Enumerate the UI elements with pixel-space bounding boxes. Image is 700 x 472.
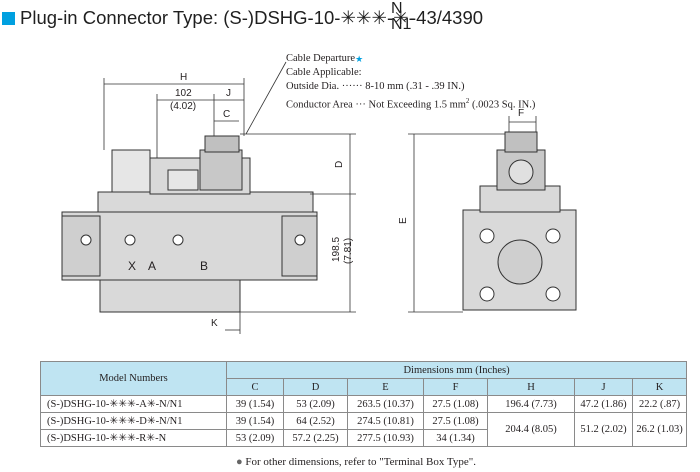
table-row: (S-)DSHG-10-✳✳✳-R✳-N 53 (2.09) 57.2 (2.2… [40, 429, 687, 447]
footnote-text: For other dimensions, refer to "Terminal… [245, 456, 476, 468]
left-side-cap-r [281, 215, 318, 277]
cell-d: 64 (2.52) [283, 412, 348, 430]
dim-label-402: (4.02) [170, 101, 197, 112]
cable-outside-dia: Outside Dia. ······ 8-10 mm (.31 - .39 I… [286, 81, 465, 92]
col-header-d: D [283, 378, 348, 396]
dim-label-j: J [226, 88, 231, 99]
port-label-a: A [148, 259, 157, 273]
right-bolt-tl [479, 228, 495, 244]
model-cell: (S-)DSHG-10-✳✳✳-A✳-N/N1 [40, 395, 227, 413]
footnote: ● For other dimensions, refer to "Termin… [236, 456, 476, 468]
cell-c: 39 (1.54) [226, 412, 284, 430]
left-side-cap-l [61, 215, 101, 277]
dimensions-header: Dimensions mm (Inches) [225, 361, 688, 379]
cell-e: 263.5 (10.37) [347, 395, 424, 413]
left-bolt-1 [124, 234, 136, 246]
right-bolt-bl [479, 286, 495, 302]
dim-label-781: (7.81) [343, 237, 354, 264]
left-bolt-4 [294, 234, 306, 246]
col-header-f: F [423, 378, 488, 396]
table-row: (S-)DSHG-10-✳✳✳-D✳-N/N1 39 (1.54) 64 (2.… [40, 412, 688, 447]
left-bolt-3 [80, 234, 92, 246]
dim-label-1985: 198.5 [331, 236, 342, 262]
valve-drawing [61, 61, 577, 334]
cable-note: Cable Departure★ Cable Applicable: Outsi… [286, 52, 535, 113]
table-row: (S-)DSHG-10-✳✳✳-A✳-N/N1 39 (1.54) 53 (2.… [40, 395, 688, 413]
title-tail: -43/4390 [410, 7, 484, 28]
cell-j-merged: 51.2 (2.02) [574, 412, 633, 447]
dimensions-table: Model Numbers Dimensions mm (Inches) C D… [40, 361, 688, 447]
left-pilot-stack [111, 149, 151, 193]
left-body-top [97, 191, 314, 213]
cell-k-merged: 26.2 (1.03) [631, 412, 688, 447]
right-bolt-tr [545, 228, 561, 244]
cell-e: 274.5 (10.81) [347, 412, 424, 430]
cell-k: 22.2 (.87) [631, 395, 688, 413]
title-marker-square [2, 12, 15, 25]
cable-applicable: Cable Applicable: [286, 67, 362, 78]
cell-h: 196.4 (7.73) [487, 395, 575, 413]
cell-c: 39 (1.54) [226, 395, 284, 413]
col-header-c: C [226, 378, 284, 396]
dim-label-k: K [211, 318, 218, 329]
cell-j: 47.2 (1.86) [574, 395, 633, 413]
col-header-e: E [347, 378, 424, 396]
right-solenoid-face [508, 159, 534, 185]
right-port-center [497, 239, 543, 285]
left-connector [204, 135, 240, 153]
left-body-base [99, 279, 241, 313]
cell-f: 27.5 (1.08) [423, 395, 488, 413]
dim-label-d: D [334, 160, 345, 168]
bullet-icon: ● [236, 456, 243, 468]
right-bolt-br [545, 286, 561, 302]
col-header-j: J [574, 378, 633, 396]
cell-c: 53 (2.09) [226, 429, 284, 447]
title-suffix-n1: N1 [391, 16, 412, 33]
left-pilot-cap [167, 169, 199, 191]
left-solenoid [199, 149, 243, 191]
port-label-b: B [200, 259, 209, 273]
cell-f: 34 (1.34) [423, 429, 488, 447]
port-label-x: X [128, 259, 137, 273]
model-numbers-header: Model Numbers [40, 361, 227, 396]
col-header-h: H [487, 378, 575, 396]
cable-conductor-area: Conductor Area ··· Not Exceeding 1.5 mm2… [286, 97, 536, 111]
col-header-k: K [631, 378, 688, 396]
title-main: Plug-in Connector Type: (S-)DSHG-10-✳✳✳-… [20, 7, 415, 28]
left-bolt-2 [172, 234, 184, 246]
dim-label-c: C [223, 109, 231, 120]
dim-label-h: H [180, 72, 188, 83]
right-connector [504, 131, 538, 153]
cell-h-merged: 204.4 (8.05) [487, 412, 575, 447]
cell-f: 27.5 (1.08) [423, 412, 488, 430]
title-suffix-n: N [391, 0, 403, 17]
star-icon: ★ [355, 54, 364, 64]
cell-e: 277.5 (10.93) [347, 429, 424, 447]
title-suffix-stack: N N1 [391, 1, 411, 33]
dim-label-e: E [398, 217, 409, 224]
cell-d: 53 (2.09) [283, 395, 348, 413]
cell-d: 57.2 (2.25) [283, 429, 348, 447]
page-title: Plug-in Connector Type: (S-)DSHG-10-✳✳✳-… [2, 1, 562, 36]
dim-label-102: 102 [175, 88, 192, 99]
dim-label-f: F [518, 108, 525, 119]
model-cell: (S-)DSHG-10-✳✳✳-D✳-N/N1 [40, 412, 227, 430]
cable-departure: Cable Departure★ [286, 53, 364, 64]
model-cell: (S-)DSHG-10-✳✳✳-R✳-N [40, 429, 227, 447]
